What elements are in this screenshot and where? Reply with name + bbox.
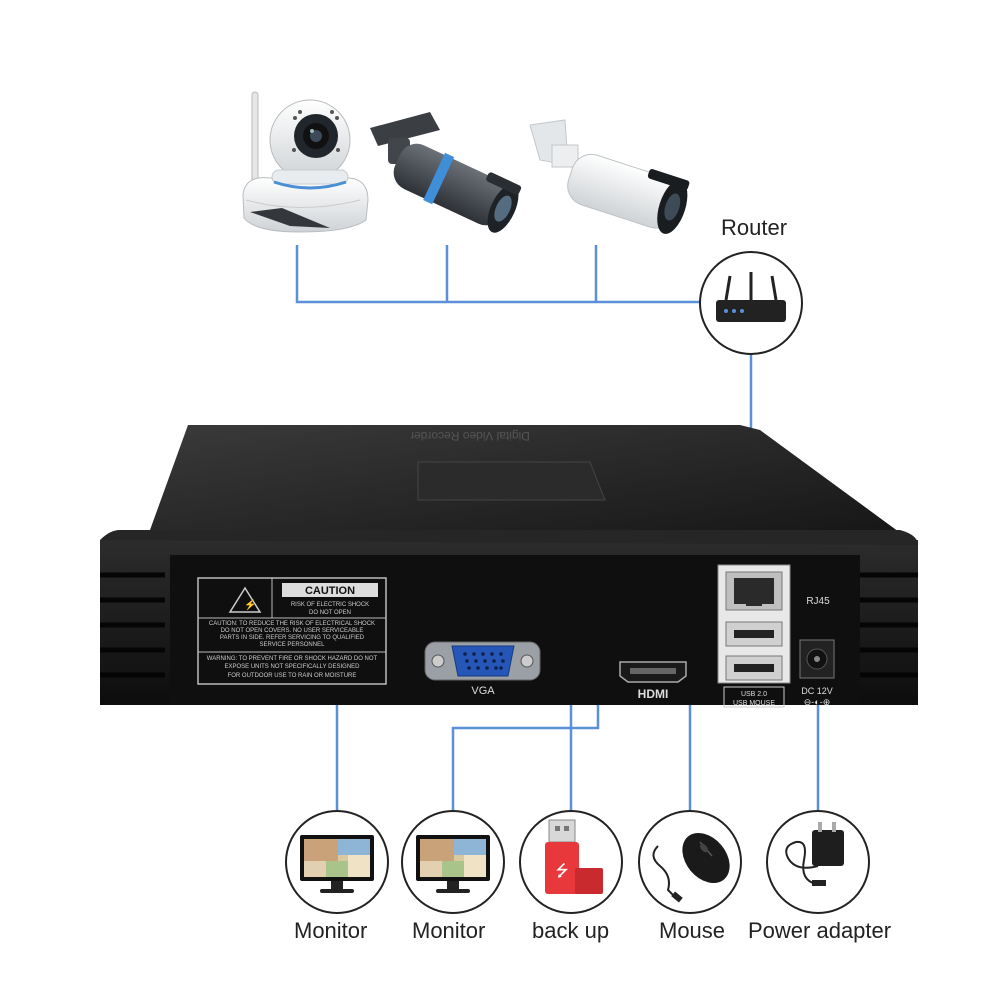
device-label-backup: back up xyxy=(532,918,610,943)
rj45-label: RJ45 xyxy=(806,596,830,607)
usb-label2: USB MOUSE xyxy=(733,700,775,707)
svg-text:⊖-◐-⊕: ⊖-◐-⊕ xyxy=(804,697,831,707)
warn-line: CAUTION: TO REDUCE THE RISK OF ELECTRICA… xyxy=(209,621,375,627)
rj45-usb-block: RJ45 USB 2.0 USB MOUSE xyxy=(717,564,830,708)
bullet-camera-3 xyxy=(529,119,690,234)
vga-label: VGA xyxy=(471,685,495,697)
hdmi-label: HDMI xyxy=(638,687,669,701)
device-label-power-adapter: Power adapter xyxy=(748,918,892,943)
caution-title: CAUTION xyxy=(305,585,355,597)
dc-label: DC 12V xyxy=(801,686,833,696)
device-label-monitor-2: Monitor xyxy=(412,918,486,943)
nvr-recorder: Digital Video Recorder ⚡ CAUTION RISK OF… xyxy=(100,425,918,708)
device-label-monitor-1: Monitor xyxy=(294,918,368,943)
warn-line: PARTS IN SIDE. REFER SERVICING TO QUALIF… xyxy=(220,635,365,641)
camera-bus-line xyxy=(295,245,705,304)
warn-line: SERVICE PERSONNEL xyxy=(260,642,326,648)
nvr-top-print: Digital Video Recorder xyxy=(410,429,530,443)
warn-line: EXPOSE UNITS NOT SPECIFICALLY DESIGNED xyxy=(224,664,360,670)
caution-label: ⚡ CAUTION RISK OF ELECTRIC SHOCK DO NOT … xyxy=(197,577,387,685)
monitor-icon xyxy=(285,810,389,914)
caution-line1: RISK OF ELECTRIC SHOCK xyxy=(291,602,369,608)
power-adapter-icon xyxy=(766,810,870,914)
svg-text:⭍: ⭍ xyxy=(555,861,568,880)
mouse-icon xyxy=(638,810,742,914)
warn-line: FOR OUTDOOR USE TO RAIN OR MOISTURE xyxy=(228,673,357,679)
usb-drive-icon: ⭍ xyxy=(519,810,623,914)
ptz-camera-1 xyxy=(242,91,369,233)
dc-power-jack: DC 12V ⊖-◐-⊕ xyxy=(799,639,835,707)
warn-line: WARNING: TO PREVENT FIRE OR SHOCK HAZARD… xyxy=(207,656,378,662)
caution-line2: DO NOT OPEN xyxy=(309,610,351,616)
usb-label1: USB 2.0 xyxy=(741,691,767,698)
bullet-camera-2 xyxy=(370,112,522,233)
router-icon xyxy=(699,251,803,355)
monitor-icon xyxy=(401,810,505,914)
device-label-mouse: Mouse xyxy=(659,918,726,943)
hdmi-port: HDMI xyxy=(619,661,687,701)
vga-port: VGA xyxy=(424,641,541,697)
warn-line: DO NOT OPEN COVERS. NO USER SERVICEABLE xyxy=(221,628,364,634)
svg-text:⚡: ⚡ xyxy=(244,598,256,611)
router-label: Router xyxy=(721,215,788,240)
